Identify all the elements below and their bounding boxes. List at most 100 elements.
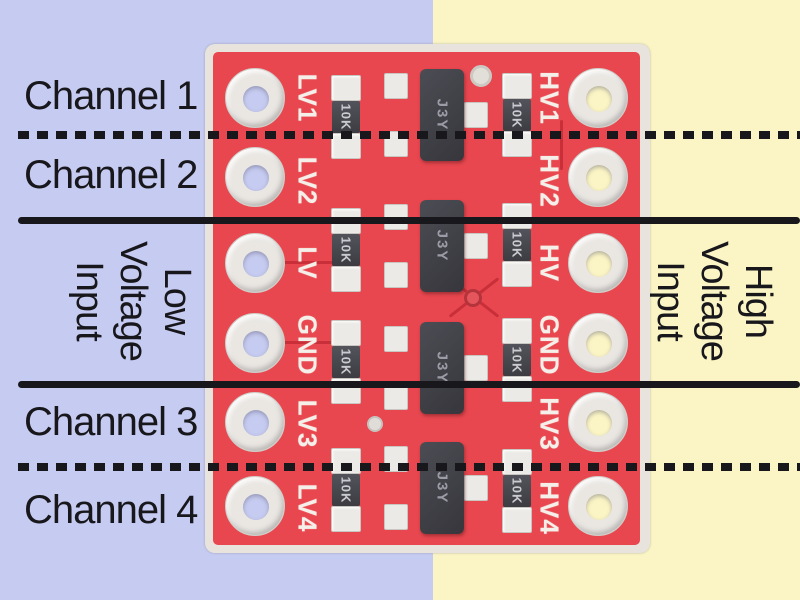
silkscreen-hv4: HV4 — [534, 481, 565, 535]
resistor: 10K — [502, 203, 532, 287]
pad-hole — [243, 86, 269, 112]
pad-hv — [568, 233, 628, 293]
high-voltage-input-line: Voltage — [693, 241, 735, 361]
silkscreen-gnd-left: GND — [292, 314, 323, 376]
pad-hole — [243, 494, 269, 520]
pad-lv3 — [225, 392, 285, 452]
pad-hv4 — [568, 476, 628, 536]
transistor: J3Y — [384, 442, 488, 534]
resistor-body: 10K — [503, 344, 531, 376]
resistor: 10K — [331, 448, 361, 532]
resistor-pad — [331, 266, 361, 292]
transistor-body: J3Y — [420, 69, 464, 161]
transistor-marking: J3Y — [433, 351, 451, 385]
pad-hv1 — [568, 68, 628, 128]
transistor-body: J3Y — [420, 442, 464, 534]
resistor-pad — [502, 203, 532, 229]
resistor-marking: 10K — [509, 231, 525, 259]
high-voltage-input-line: Input — [649, 261, 691, 341]
resistor-marking: 10K — [509, 101, 525, 129]
transistor-pad — [384, 326, 408, 352]
resistor: 10K — [502, 73, 532, 157]
resistor: 10K — [331, 320, 361, 404]
resistor-body: 10K — [503, 475, 531, 507]
pad-lv4 — [225, 476, 285, 536]
resistor-pad — [502, 318, 532, 344]
transistor-pad — [464, 233, 488, 259]
transistor-marking: J3Y — [433, 229, 451, 263]
transistor-pad — [464, 102, 488, 128]
trace — [280, 261, 334, 264]
low-voltage-input-line: Input — [68, 261, 110, 341]
resistor-pad — [331, 320, 361, 346]
low-voltage-input-label: Low Voltage Input — [67, 241, 199, 361]
transistor-pad — [464, 475, 488, 501]
resistor-marking: 10K — [509, 346, 525, 374]
silkscreen-lv1: LV1 — [292, 73, 323, 123]
via — [367, 416, 383, 432]
resistor-pad — [502, 73, 532, 99]
pad-hole — [243, 410, 269, 436]
via — [470, 65, 492, 87]
transistor-pad — [464, 355, 488, 381]
resistor-pad — [502, 507, 532, 533]
silkscreen-hv1: HV1 — [534, 71, 565, 125]
resistor-pad — [502, 376, 532, 402]
resistor-marking: 10K — [338, 236, 354, 264]
silkscreen-gnd-right: GND — [534, 314, 565, 376]
pad-hole — [243, 251, 269, 277]
silkscreen-lv3: LV3 — [292, 399, 323, 449]
channel-divider-dashed-1 — [18, 131, 800, 139]
section-divider-solid-2 — [18, 381, 800, 388]
pad-gnd-right — [568, 313, 628, 373]
silkscreen-lv: LV — [292, 246, 323, 280]
pad-hv2 — [568, 147, 628, 207]
silkscreen-hv2: HV2 — [534, 154, 565, 208]
resistor: 10K — [502, 449, 532, 533]
resistor-pad — [331, 506, 361, 532]
pad-hole — [586, 410, 612, 436]
pad-lv2 — [225, 147, 285, 207]
transistor: J3Y — [384, 200, 488, 292]
trace — [560, 120, 563, 170]
transistor: J3Y — [384, 69, 488, 161]
channel-3-label: Channel 3 — [24, 400, 198, 444]
transistor-body: J3Y — [420, 200, 464, 292]
pad-hole — [586, 251, 612, 277]
resistor-pad — [502, 449, 532, 475]
resistor-body: 10K — [503, 99, 531, 131]
resistor-body: 10K — [332, 474, 360, 506]
low-voltage-input-line: Low — [156, 267, 198, 335]
channel-4-label: Channel 4 — [24, 488, 198, 532]
resistor-pad — [331, 75, 361, 101]
via — [464, 289, 482, 307]
silkscreen-hv: HV — [534, 243, 565, 283]
transistor-pad — [384, 73, 408, 99]
silkscreen-lv2: LV2 — [292, 156, 323, 206]
low-voltage-input-line: Voltage — [112, 241, 154, 361]
resistor-marking: 10K — [338, 348, 354, 376]
pad-lv1 — [225, 68, 285, 128]
pad-hv3 — [568, 392, 628, 452]
trace — [280, 341, 334, 344]
resistor-body: 10K — [503, 229, 531, 261]
channel-2-label: Channel 2 — [24, 153, 198, 197]
pad-hole — [586, 494, 612, 520]
resistor: 10K — [502, 318, 532, 402]
transistor-body: J3Y — [420, 322, 464, 414]
resistor: 10K — [331, 75, 361, 159]
resistor-body: 10K — [332, 346, 360, 378]
resistor-marking: 10K — [338, 103, 354, 131]
silkscreen-lv4: LV4 — [292, 483, 323, 533]
resistor-pad — [502, 261, 532, 287]
section-divider-solid-1 — [18, 217, 800, 224]
transistor-pad — [384, 262, 408, 288]
pad-hole — [586, 331, 612, 357]
pad-hole — [586, 165, 612, 191]
transistor-marking: J3Y — [433, 98, 451, 132]
channel-1-label: Channel 1 — [24, 74, 198, 118]
resistor-marking: 10K — [338, 476, 354, 504]
high-voltage-input-label: High Voltage Input — [648, 241, 780, 361]
transistor-pad — [384, 504, 408, 530]
